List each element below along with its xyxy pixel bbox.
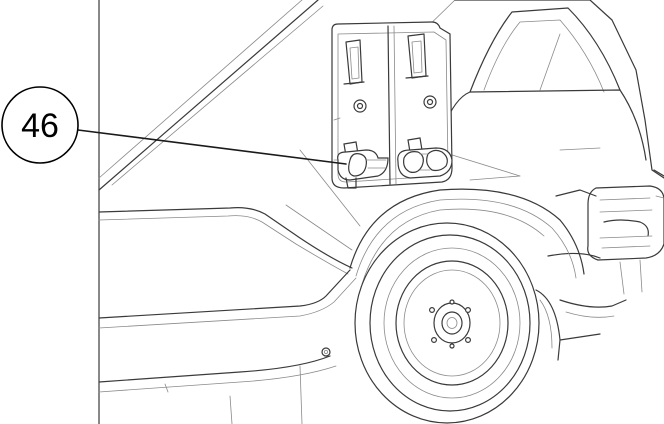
mounting-bracket <box>331 21 453 189</box>
holder-right <box>397 137 453 179</box>
wheel-arch <box>349 149 585 285</box>
wheel-bolt <box>429 307 436 314</box>
wheel-bolt <box>431 337 438 344</box>
callout-leader-line <box>77 129 347 165</box>
holder-left <box>337 141 389 189</box>
wheel <box>354 222 561 424</box>
callout-label: 46 <box>21 107 59 145</box>
wheel-bolt <box>449 299 455 305</box>
rear-bumper-block <box>587 169 664 295</box>
machine-body <box>98 0 664 424</box>
wheel-bolt <box>449 343 455 349</box>
wheel-bolt <box>465 307 472 314</box>
wheel-bolt <box>465 337 472 344</box>
callout-circle <box>1 86 79 164</box>
callout-46: 46 <box>1 86 347 165</box>
